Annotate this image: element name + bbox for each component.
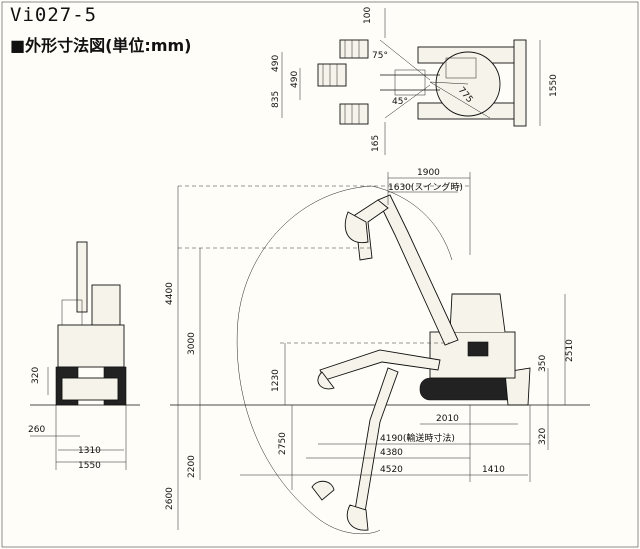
dim-490a: 490 [271, 55, 281, 72]
front-view: 320 260 1310 1550 [28, 241, 140, 471]
dim-1230: 1230 [271, 369, 281, 392]
dim-1900: 1900 [417, 168, 440, 178]
dim-320-side: 320 [538, 428, 548, 445]
angle-75: 75° [372, 51, 388, 61]
reach-envelope [236, 185, 381, 535]
dim-490b: 490 [290, 71, 300, 88]
top-bucket-lower [339, 103, 369, 125]
dim-4380: 4380 [380, 448, 403, 458]
dim-3000: 3000 [187, 332, 197, 355]
model-title: Vi027-5 [10, 4, 98, 26]
side-arm-raised [354, 199, 389, 261]
dim-2750: 2750 [278, 432, 288, 455]
side-bucket-down [346, 504, 369, 531]
side-bucket-raised [344, 211, 369, 244]
dim-2010: 2010 [436, 414, 459, 424]
side-track [419, 377, 521, 401]
top-boom [394, 69, 426, 96]
dim-1310: 1310 [78, 446, 101, 456]
dim-1410: 1410 [482, 465, 505, 475]
top-blade [513, 39, 527, 127]
side-canopy [449, 293, 506, 333]
top-bucket-mid [317, 63, 347, 87]
dim-350: 350 [538, 355, 548, 372]
dim-2510: 2510 [565, 339, 575, 362]
dim-1550-front: 1550 [78, 461, 101, 471]
dim-100: 100 [363, 7, 373, 24]
side-boom-mid [319, 349, 441, 381]
angle-45: 45° [392, 97, 408, 107]
dim-835: 835 [271, 91, 281, 108]
dim-260: 260 [28, 425, 45, 435]
front-blade [61, 377, 119, 401]
top-bucket-upper [339, 39, 369, 59]
top-cab [445, 57, 477, 79]
dim-4520: 4520 [380, 465, 403, 475]
front-cab [91, 284, 121, 326]
dim-2600: 2600 [165, 487, 175, 510]
side-view: 1900 1630(スイング時) 4400 3000 1230 2750 220… [165, 168, 590, 535]
side-boom-raised [377, 194, 459, 346]
dim-165: 165 [371, 135, 381, 152]
top-view: 100 490 490 835 165 1550 75° 45° 775 [271, 7, 559, 155]
dim-4400: 4400 [165, 282, 175, 305]
dim-320-front: 320 [31, 367, 41, 384]
dim-4190: 4190(輸送時寸法) [380, 432, 455, 444]
dim-2200: 2200 [187, 455, 197, 478]
dim-1550-top: 1550 [549, 74, 559, 97]
front-body [57, 324, 125, 368]
drawing-subtitle: ■外形寸法図(単位:mm) [10, 36, 192, 55]
dim-1630: 1630(スイング時) [388, 181, 463, 193]
